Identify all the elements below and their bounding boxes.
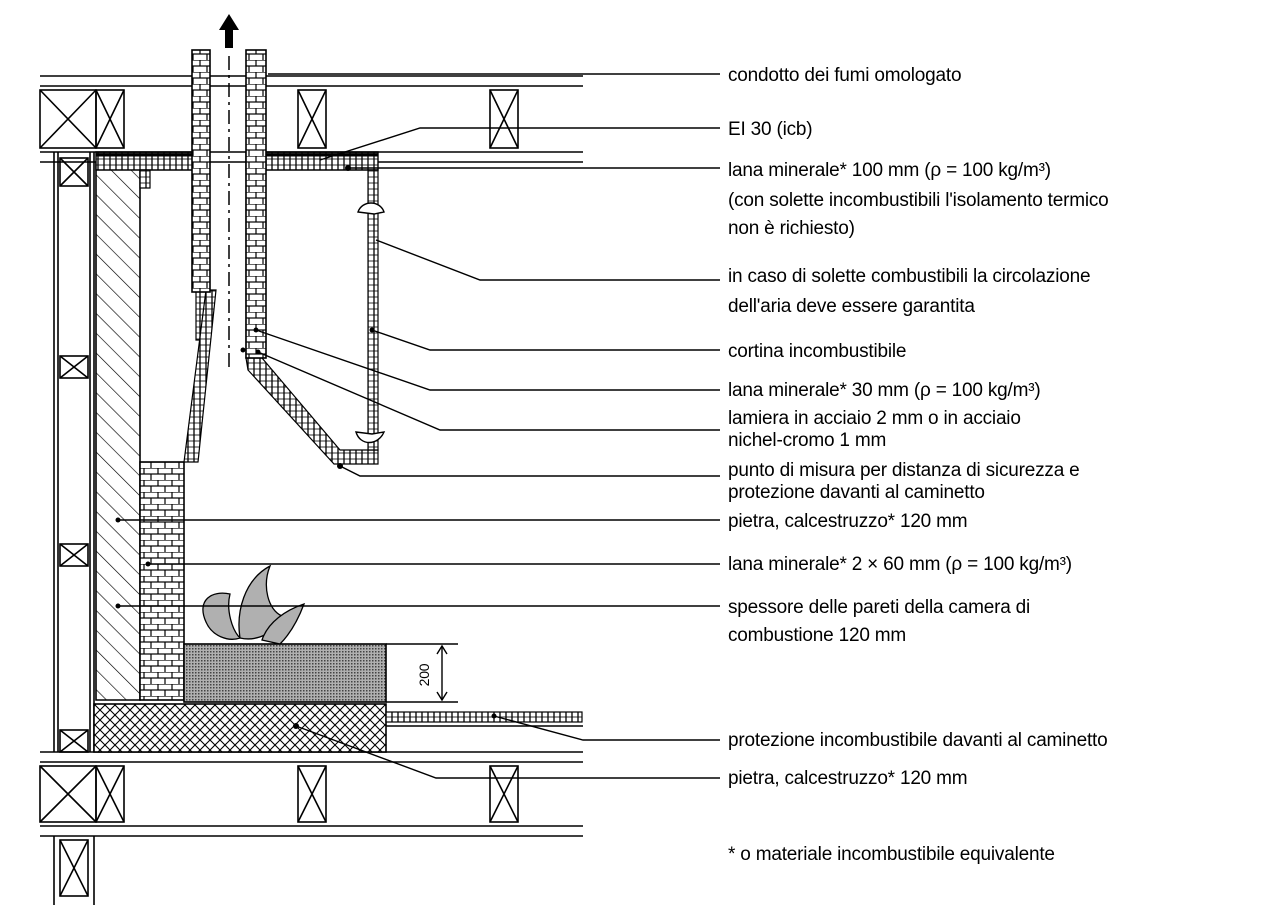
hearth-block xyxy=(93,643,583,753)
airflow-arrows xyxy=(355,202,386,444)
hood-insulation xyxy=(95,151,379,465)
label-wall-thickness: spessore delle pareti della camera di xyxy=(728,597,1030,618)
label-protection: protezione incombustibile davanti al cam… xyxy=(728,730,1107,751)
floor-slab xyxy=(39,751,583,905)
label-stone-1: pietra, calcestruzzo* 120 mm xyxy=(728,511,967,532)
label-wool-100: lana minerale* 100 mm (ρ = 100 kg/m³) xyxy=(728,160,1051,181)
dimension-label: 200 xyxy=(416,663,432,686)
label-flue: condotto dei fumi omologato xyxy=(728,65,961,86)
label-ei30: EI 30 (icb) xyxy=(728,119,812,140)
label-steel-sheet: lamiera in acciaio 2 mm o in acciaio xyxy=(728,408,1021,429)
label-wall-thickness-2: combustione 120 mm xyxy=(728,625,906,646)
label-wool-2x60: lana minerale* 2 × 60 mm (ρ = 100 kg/m³) xyxy=(728,554,1072,575)
combustion-chamber-brick xyxy=(139,461,185,701)
label-footnote: * o materiale incombustibile equivalente xyxy=(728,844,1055,865)
label-air-circulation-2: dell'aria deve essere garantita xyxy=(728,296,975,317)
arrow-up-icon xyxy=(219,14,239,48)
callout-labels: condotto dei fumi omologato EI 30 (icb) … xyxy=(728,65,1109,865)
leader-dots xyxy=(115,165,497,729)
label-curtain: cortina incombustibile xyxy=(728,341,906,362)
flue-pipe xyxy=(191,14,267,372)
label-measure-point: punto di misura per distanza di sicurezz… xyxy=(728,460,1080,481)
label-air-circulation: in caso di solette combustibili la circo… xyxy=(728,266,1090,287)
label-wool-100-note-2: non è richiesto) xyxy=(728,218,855,239)
dimension-200: 200 xyxy=(386,643,458,703)
label-stone-2: pietra, calcestruzzo* 120 mm xyxy=(728,768,967,789)
label-steel-sheet-2: nichel-cromo 1 mm xyxy=(728,430,886,451)
label-wool-100-note: (con solette incombustibili l'isolamento… xyxy=(728,190,1109,211)
label-wool-30: lana minerale* 30 mm (ρ = 100 kg/m³) xyxy=(728,380,1040,401)
ceiling-slab xyxy=(39,75,583,163)
flame-icon xyxy=(202,564,306,645)
stone-backing-wall xyxy=(95,161,141,701)
wooden-wall xyxy=(53,152,95,753)
label-measure-point-2: protezione davanti al caminetto xyxy=(728,482,985,503)
leader-lines xyxy=(118,73,720,779)
